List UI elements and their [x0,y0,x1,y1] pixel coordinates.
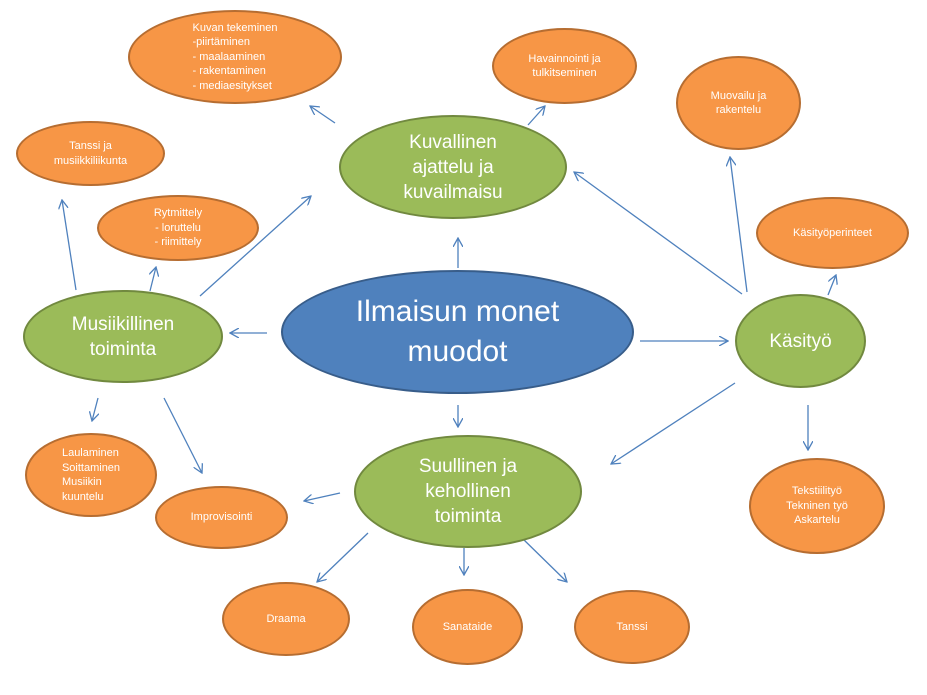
leaf-sanataide-label: Sanataide [442,620,493,633]
leaf-improvisointi: Improvisointi [155,486,288,549]
leaf-laulaminen: Laulaminen Soittaminen Musiikin kuuntelu [25,433,157,517]
leaf-draama-label: Draama [266,612,306,625]
leaf-kasityoperinteet-label: Käsityöperinteet [793,226,872,239]
leaf-havainnointi-label: Havainnointi ja tulkitseminen [528,52,601,80]
node-kasityo: Käsityö [735,294,866,388]
center-node-label: Ilmaisun monet muodot [355,295,560,368]
arrow-kasityo-to-muovailu [730,157,748,293]
leaf-tanssi: Tanssi [574,590,690,664]
center-node-ilmaisun-monet-muodot: Ilmaisun monet muodot [281,270,634,394]
arrow-suullinen-to-tanssi [521,537,567,582]
arrow-kuvallinen-to-havainnointi [527,106,545,126]
leaf-kuvan-tekeminen-label: Kuvan tekeminen -piirtäminen - maalaamin… [192,21,278,92]
leaf-laulaminen-label: Laulaminen Soittaminen Musiikin kuuntelu [61,447,121,503]
arrow-kasityo-to-suullinen [611,382,736,464]
leaf-kasityoperinteet: Käsityöperinteet [756,197,909,269]
arrow-musiikillinen-to-rytmittely [150,267,156,292]
leaf-tanssi-ja-musiikkiliikunta: Tanssi ja musiikkiliikunta [16,121,165,186]
node-kuvallinen-ajattelu-label: Kuvallinen ajattelu ja kuvailmaisu [403,131,503,203]
leaf-tanssi-ja-musiikkiliikunta-label: Tanssi ja musiikkiliikunta [53,140,128,167]
arrow-musiikillinen-to-improvisointi [163,397,202,473]
leaf-tekstiilityo: Tekstiilityö Tekninen työ Askartelu [749,458,885,554]
arrow-kasityo-to-kuvallinen [574,172,743,295]
node-suullinen-kehollinen: Suullinen ja kehollinen toiminta [354,435,582,548]
leaf-tekstiilityo-label: Tekstiilityö Tekninen työ Askartelu [786,485,848,527]
leaf-rytmittely-label: Rytmittely - loruttelu - riimittely [153,207,203,249]
leaf-draama: Draama [222,582,350,656]
arrow-kuvallinen-to-kuvan-tekeminen [310,106,336,124]
leaf-kuvan-tekeminen: Kuvan tekeminen -piirtäminen - maalaamin… [128,10,342,104]
arrow-suullinen-to-improvisointi [304,492,341,501]
leaf-rytmittely: Rytmittely - loruttelu - riimittely [97,195,259,261]
leaf-tanssi-label: Tanssi [616,620,648,633]
arrow-musiikillinen-to-kuvallinen [199,196,311,297]
node-kuvallinen-ajattelu: Kuvallinen ajattelu ja kuvailmaisu [339,115,567,219]
arrow-musiikillinen-to-laulaminen [92,397,98,421]
node-kasityo-label: Käsityö [769,330,832,352]
leaf-sanataide: Sanataide [412,589,523,665]
leaf-havainnointi: Havainnointi ja tulkitseminen [492,28,637,104]
node-suullinen-kehollinen-label: Suullinen ja kehollinen toiminta [418,456,518,527]
node-musiikillinen-toiminta: Musiikillinen toiminta [23,290,223,383]
leaf-improvisointi-label: Improvisointi [190,511,253,524]
leaf-muovailu: Muovailu ja rakentelu [676,56,801,150]
arrow-musiikillinen-to-tanssi-musiikkiliikunta [62,200,77,291]
leaf-muovailu-label: Muovailu ja rakentelu [710,89,767,117]
arrow-suullinen-to-draama [317,532,369,582]
arrow-kasityo-to-kasityoperinteet [827,275,836,296]
node-musiikillinen-toiminta-label: Musiikillinen toiminta [71,313,175,360]
